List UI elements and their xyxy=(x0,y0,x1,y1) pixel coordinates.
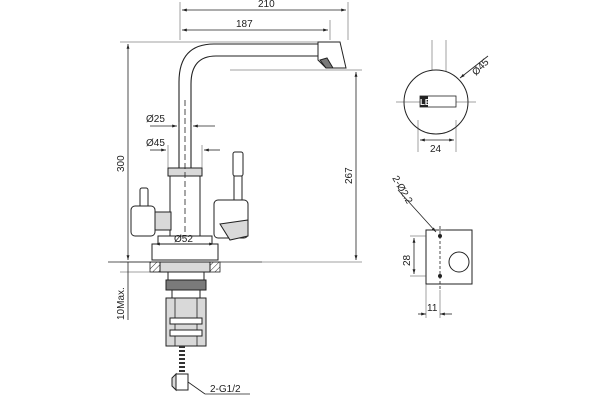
mounting-plate-view xyxy=(425,226,473,290)
body-diameter-dimension: Ø45 xyxy=(146,138,220,168)
handle-width-dimension: 24 xyxy=(417,120,457,155)
connection-label: 2-G1/2 xyxy=(210,384,241,395)
max-thickness-label: 10Max. xyxy=(116,287,127,320)
hole-spec-dimension: 2-Ø2.2 xyxy=(389,174,437,233)
overall-height-label: 300 xyxy=(116,155,127,172)
handle-diameter-dimension: Ø45 xyxy=(459,55,492,79)
filter-lever xyxy=(130,187,172,237)
base-diameter-dimension: Ø52 xyxy=(155,234,214,246)
handle-width-label: 24 xyxy=(430,144,442,155)
brand-logo-text: LEMARK xyxy=(420,98,454,107)
hole-spec-label: 2-Ø2.2 xyxy=(389,174,414,206)
plate-width-dimension: 11 xyxy=(418,284,452,318)
base-diameter-label: Ø52 xyxy=(174,234,193,245)
supply-hose xyxy=(171,346,189,392)
handle-diameter-label: Ø45 xyxy=(470,57,491,78)
connection-dimension: 2-G1/2 xyxy=(187,381,250,395)
mixer-lever xyxy=(213,151,249,241)
spout-diameter-dimension: Ø25 xyxy=(146,114,215,130)
spout-height-dimension: 267 xyxy=(230,69,362,263)
handle-top-view: LEMARK xyxy=(396,40,476,135)
spout-reach-dimension: 187 xyxy=(182,19,331,40)
plate-height-dimension: 28 xyxy=(402,235,426,277)
faucet-base xyxy=(108,235,262,263)
spout-diameter-label: Ø25 xyxy=(146,114,165,125)
body-diameter-label: Ø45 xyxy=(146,138,165,149)
spout-height-label: 267 xyxy=(344,167,355,184)
faucet-spout xyxy=(178,41,347,170)
mounting-assembly xyxy=(149,261,221,347)
spout-reach-label: 187 xyxy=(236,19,253,30)
plate-height-label: 28 xyxy=(402,254,413,266)
plate-width-label: 11 xyxy=(427,303,438,314)
overall-reach-dimension: 210 xyxy=(179,0,349,40)
overall-reach-label: 210 xyxy=(258,0,275,10)
